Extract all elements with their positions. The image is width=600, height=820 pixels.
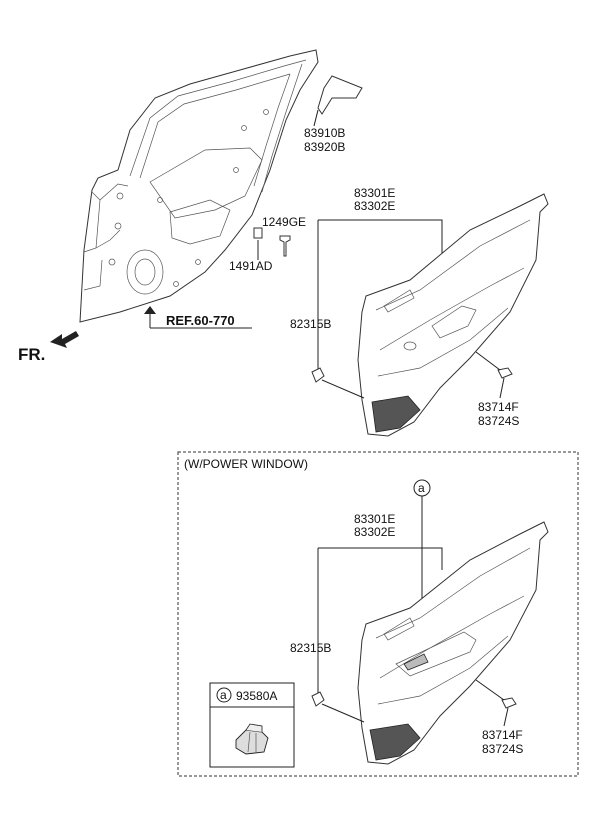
door-trim-panel <box>357 193 549 437</box>
clip-part <box>311 367 325 383</box>
pw-handle-bracket-part <box>501 697 517 709</box>
glass-trim-code-1: 83910B <box>304 126 345 140</box>
handle-code-1: 83714F <box>478 400 519 414</box>
pw-clip-part <box>311 691 325 707</box>
handle-bracket-part <box>497 367 513 379</box>
pw-speaker-grille <box>369 723 421 761</box>
switch-code: 93580A <box>236 689 277 703</box>
panel-code-2: 83302E <box>354 199 395 213</box>
nut-part <box>253 227 263 239</box>
pw-handle-code-2: 83724S <box>482 742 523 756</box>
handle-code-2: 83724S <box>478 414 519 428</box>
panel-bracket-line <box>318 219 443 260</box>
screw-code: 1249GE <box>262 215 306 229</box>
pw-panel-code-2: 83302E <box>354 525 395 539</box>
pw-panel-bracket-line <box>318 547 443 570</box>
pw-door-trim-panel <box>357 521 549 765</box>
speaker-grille <box>371 395 421 433</box>
pw-panel-code-1: 83301E <box>354 512 395 526</box>
ref-arrow-icon <box>144 306 156 314</box>
clip-code: 82315B <box>290 317 331 331</box>
screw-part <box>279 235 291 257</box>
panel-code-1: 83301E <box>354 186 395 200</box>
power-window-switch-part <box>235 723 269 755</box>
glass-trim-code-2: 83920B <box>304 140 345 154</box>
switch-callout-letter: a <box>220 688 227 702</box>
ref-label: REF.60-770 <box>166 313 235 328</box>
glass-trim-leader <box>313 109 319 127</box>
glass-trim-part <box>317 75 363 115</box>
front-arrow-icon <box>50 331 79 348</box>
power-window-box <box>177 451 579 777</box>
pw-clip-code: 82315B <box>290 641 331 655</box>
nut-code: 1491AD <box>229 259 273 273</box>
front-label: FR. <box>18 345 45 364</box>
switch-callout-circle <box>216 687 232 703</box>
power-window-title: (W/POWER WINDOW) <box>184 457 308 471</box>
callout-a-letter: a <box>418 481 425 495</box>
pw-handle-code-1: 83714F <box>482 728 523 742</box>
door-frame-illustration <box>79 49 319 323</box>
